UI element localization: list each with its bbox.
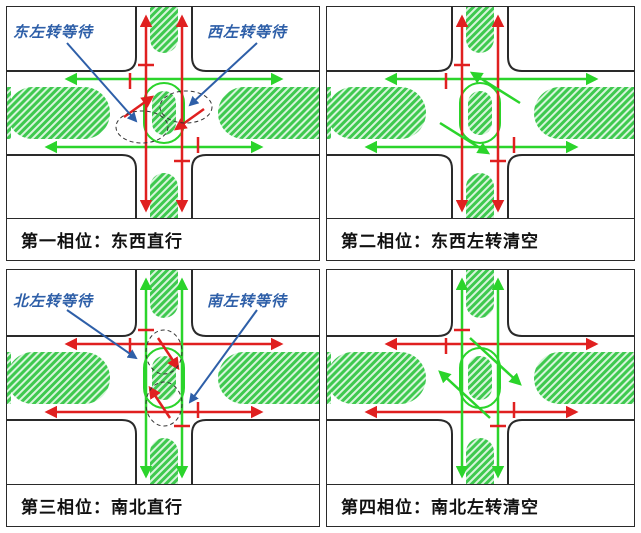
median-east	[218, 87, 319, 139]
wait-zone-east	[115, 110, 169, 144]
arrow-west-left-clear	[469, 71, 521, 105]
median-west	[327, 87, 426, 139]
curb-se	[507, 419, 634, 486]
phase-1-caption: 第一相位：东西直行	[7, 218, 319, 260]
annotation-north-left-wait: 北左转等待	[13, 292, 94, 310]
arrow-north-left-clear	[469, 337, 522, 386]
arrow-north-left-wait	[156, 337, 180, 371]
arrow-east-left-clear	[439, 121, 491, 155]
phase-2-panel: 第二相位：东西左转清空	[326, 6, 635, 261]
median-west-tail	[7, 87, 11, 139]
phase-1-panel: 东左转等待 西左转等待 第一相位：东西直行	[6, 6, 320, 261]
central-island	[152, 91, 176, 135]
median-west	[7, 352, 110, 404]
median-west	[7, 87, 110, 139]
phase-1-intersection	[7, 7, 319, 220]
curb-sw	[7, 419, 137, 486]
median-south	[466, 173, 494, 220]
curb-nw	[327, 7, 453, 72]
leader-left	[66, 42, 138, 123]
arrow-south-left-clear	[438, 370, 491, 419]
annotation-west-left-wait: 西左转等待	[207, 23, 288, 41]
curb-ne	[507, 7, 634, 72]
median-east	[534, 87, 634, 139]
median-south	[150, 438, 178, 486]
median-east	[534, 352, 634, 404]
curb-sw	[327, 154, 453, 220]
phase-4-panel: 第四相位：南北左转清空	[326, 269, 635, 527]
median-west-tail	[7, 352, 11, 404]
median-west-tail	[327, 87, 331, 139]
leader-right	[188, 309, 258, 404]
phase-4-intersection	[327, 270, 634, 486]
curb-ne	[191, 7, 319, 72]
central-island	[468, 91, 492, 135]
central-island	[152, 356, 176, 400]
median-west	[327, 352, 426, 404]
curb-sw	[7, 154, 137, 220]
median-north	[466, 7, 494, 53]
median-east	[218, 352, 319, 404]
arrow-west-left-wait	[173, 107, 205, 131]
annotation-south-left-wait: 南左转等待	[207, 292, 288, 310]
arrow-south-left-wait	[148, 385, 172, 419]
curb-se	[191, 419, 319, 486]
phase-2-caption: 第二相位：东西左转清空	[327, 218, 634, 260]
curb-nw	[7, 270, 137, 337]
leader-right	[188, 42, 258, 107]
wait-zone-south	[145, 381, 183, 427]
median-south	[150, 173, 178, 220]
median-west-tail	[327, 352, 331, 404]
median-north	[150, 270, 178, 318]
curb-nw	[327, 270, 453, 337]
arrow-east-left-wait	[123, 95, 155, 119]
median-north	[466, 270, 494, 318]
curb-se	[191, 154, 319, 220]
curb-sw	[327, 419, 453, 486]
phase-3-caption: 第三相位：南北直行	[7, 484, 319, 526]
wait-zone-west	[159, 90, 213, 124]
curb-ne	[507, 270, 634, 337]
phase-3-panel: 北左转等待 南左转等待 第三相位：南北直行	[6, 269, 320, 527]
median-south	[466, 438, 494, 486]
phase-2-intersection	[327, 7, 634, 220]
annotation-east-left-wait: 东左转等待	[13, 23, 94, 41]
curb-se	[507, 154, 634, 220]
wait-zone-north	[145, 329, 183, 375]
median-north	[150, 7, 178, 53]
central-island	[468, 356, 492, 400]
leader-left	[66, 309, 138, 360]
phase-4-caption: 第四相位：南北左转清空	[327, 484, 634, 526]
curb-nw	[7, 7, 137, 72]
phase-3-intersection	[7, 270, 319, 486]
curb-ne	[191, 270, 319, 337]
